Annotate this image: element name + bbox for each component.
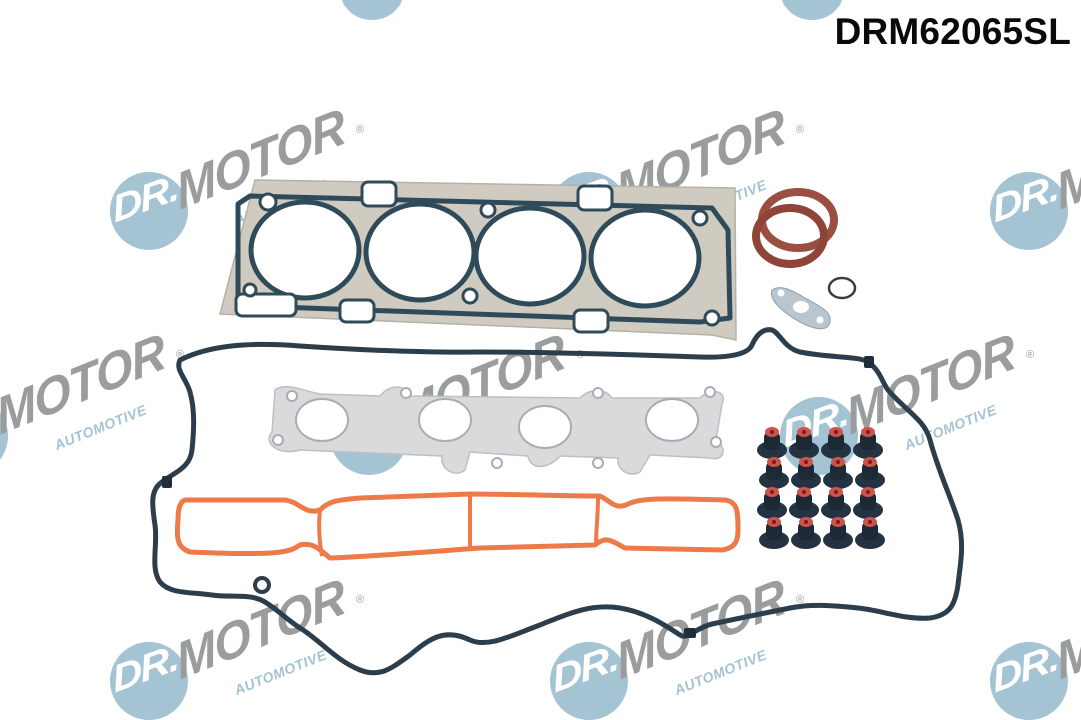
valve-stem-seal	[789, 487, 819, 519]
valve-stem-seals	[757, 427, 885, 549]
valve-stem-seal	[757, 427, 787, 459]
valve-stem-seal	[759, 457, 789, 489]
valve-stem-seal	[853, 427, 883, 459]
watermark-disc	[340, 0, 404, 20]
valve-stem-seal	[823, 517, 853, 549]
valve-cover-gasket	[150, 327, 965, 676]
crankshaft-oil-seals	[752, 188, 838, 268]
valve-stem-seal	[821, 427, 851, 459]
o-ring	[827, 276, 857, 300]
valve-stem-seal	[791, 517, 821, 549]
intake-manifold-gasket	[174, 491, 741, 561]
valve-stem-seal	[853, 487, 883, 519]
valve-stem-seal	[855, 517, 885, 549]
cylinder-head-gasket	[219, 179, 737, 341]
valve-stem-seal	[791, 457, 821, 489]
valve-cover-connectors	[162, 356, 874, 638]
valve-stem-seal	[821, 487, 851, 519]
product-code: DRM62065SL	[834, 11, 1071, 52]
turbo-oil-gasket	[770, 287, 831, 330]
exhaust-manifold-gasket	[268, 385, 725, 475]
valve-stem-seal	[759, 517, 789, 549]
valve-stem-seal	[757, 487, 787, 519]
valve-stem-seal	[823, 457, 853, 489]
watermark-disc	[780, 0, 844, 20]
valve-stem-seal	[855, 457, 885, 489]
valve-stem-seal	[789, 427, 819, 459]
